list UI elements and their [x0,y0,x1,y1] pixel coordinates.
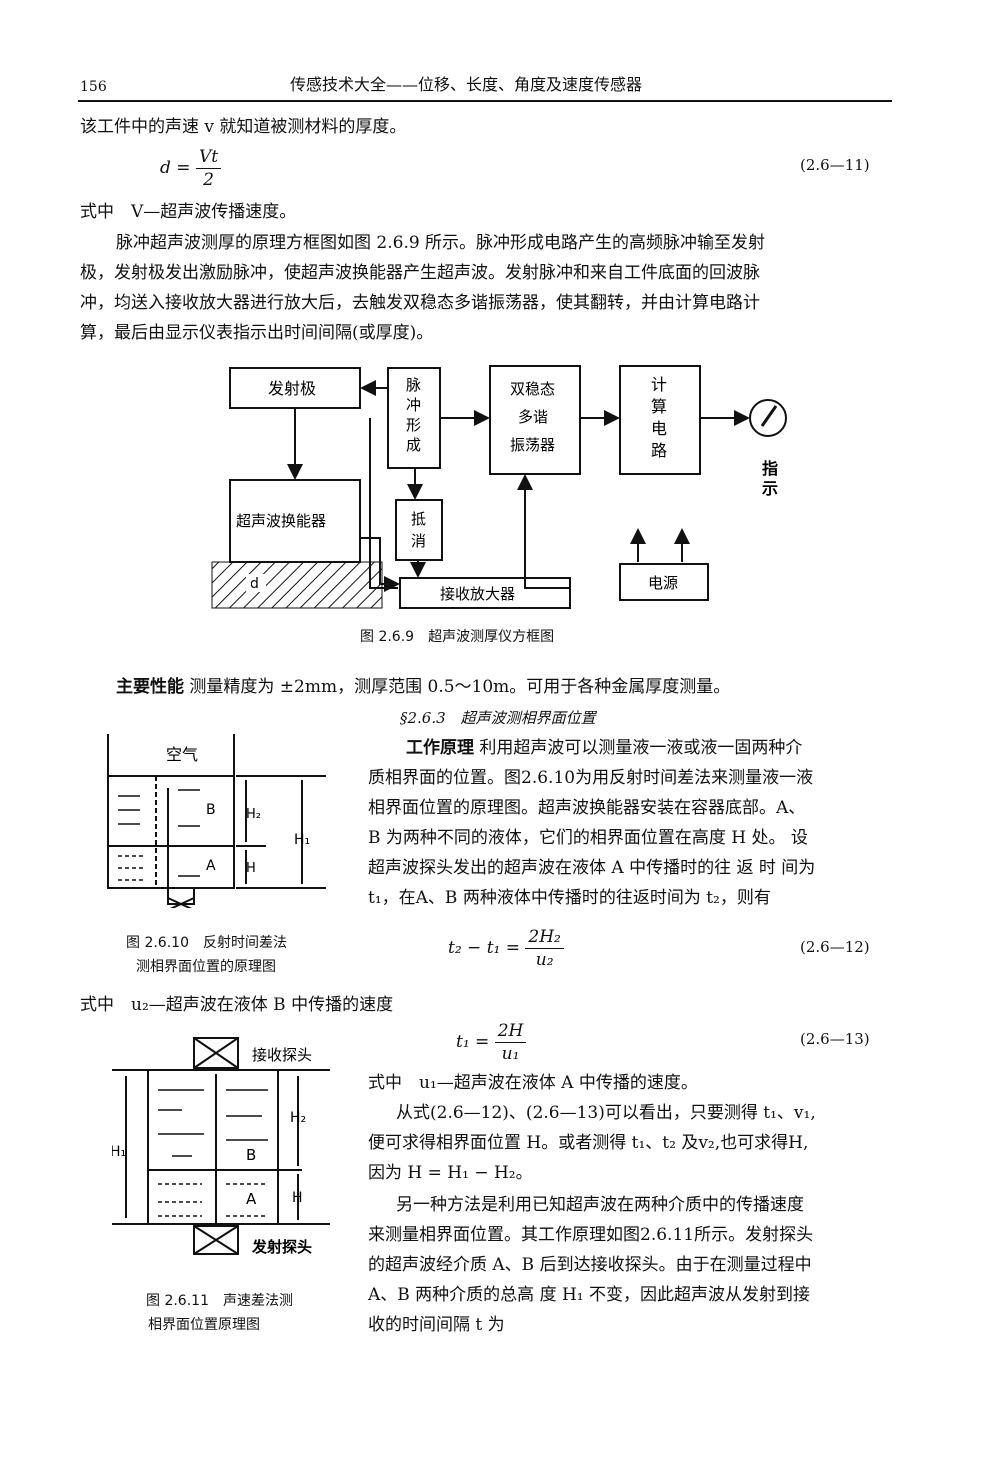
receiver-amp-box [399,577,571,609]
body-line: 该工件中的声速 v 就知道被测材料的厚度。 [80,117,407,137]
paragraph-line: 超声波探头发出的超声波在液体 A 中传播时的往 返 时 间为 [368,858,816,878]
meter-circle [749,399,787,437]
eq-numerator: Vt [195,146,222,169]
equation-2-6-11: d = Vt 2 [160,146,222,191]
eq-fraction: 2H₂ u₂ [525,926,564,971]
paragraph-line: 来测量相界面位置。其工作原理如图2.6.11所示。发射探头 [368,1225,814,1245]
pulse-char: 脉 [406,376,421,394]
air-label: 空气 [166,745,198,764]
h-label: H [246,861,256,876]
compute-box [619,365,701,475]
paragraph-line: 脉冲超声波测厚的原理方框图如图 2.6.9 所示。脉冲形成电路产生的高频脉冲输至… [116,233,766,253]
eq-lhs: t₂ − t₁ = [448,938,520,958]
figure-2-6-10: 空气 B A H₂ H H₁ [107,734,326,908]
eq-fraction: Vt 2 [195,146,222,191]
cancel-char: 消 [411,532,426,550]
paragraph-line: 便可求得相界面位置 H。或者测得 t₁、t₂ 及v₂,也可求得H, [368,1133,809,1153]
paragraph-line: A、B 两种介质的总高 度 H₁ 不变，因此超声波从发射到接 [368,1285,811,1305]
work-principle-line: 工作原理 利用超声波可以测量液一液或液一固两种介 [406,733,802,763]
eq-lhs: d = [160,158,191,178]
section-heading: §2.6.3 超声波测相界面位置 [400,709,596,727]
performance-text: 测量精度为 ±2mm，测厚范围 0.5～10m。可用于各种金属厚度测量。 [189,677,731,697]
liquid-a-label: A [246,1190,257,1208]
where-clause: 式中 u₂—超声波在液体 B 中传播的速度 [80,995,394,1015]
figure-caption: 图 2.6.11 声速差法测 [146,1293,293,1309]
compute-char: 算 [651,397,667,416]
paragraph-line: B 为两种不同的液体，它们的相界面位置在高度 H 处。 设 [368,828,808,848]
paragraph-line: 另一种方法是利用已知超声波在两种介质中的传播速度 [396,1195,804,1215]
figure-caption: 图 2.6.10 反射时间差法 [126,935,287,951]
eq-numerator: 2H₂ [525,926,564,949]
receiver-amp-label: 接收放大器 [440,585,515,603]
block-diagram-2-6-9: d 发射极 脉 冲 形 成 双稳态 多谐 振荡器 计 算 电 路 指 示 超声波… [211,365,787,609]
h-label: H [292,1190,303,1206]
figure-caption: 测相界面位置的原理图 [136,959,276,975]
page-number: 156 [80,79,107,95]
bistable-box [489,365,581,475]
h1-label: H₁ [112,1144,126,1160]
power-label: 电源 [648,574,678,592]
indicate-char: 示 [762,479,778,498]
figure-caption: 图 2.6.9 超声波测厚仪方框图 [360,629,555,645]
figure-caption: 相界面位置原理图 [148,1317,260,1333]
h2-label: H₂ [246,807,261,822]
thickness-label: d [250,576,259,592]
eq-denominator: 2 [203,170,214,190]
liquid-b-label: B [206,802,216,818]
compute-char: 路 [651,441,667,460]
eq-fraction: 2H u₁ [494,1020,527,1065]
transducer-label: 超声波换能器 [236,512,326,530]
power-box [619,563,709,601]
equation-2-6-12: t₂ − t₁ = 2H₂ u₂ [448,926,564,971]
eq-denominator: u₂ [535,950,554,970]
paragraph-line: 收的时间间隔 t 为 [368,1315,505,1335]
workpiece [211,561,383,609]
indicate-char: 指 [762,459,778,478]
paragraph-line: t₁，在A、B 两种液体中传播时的往返时间为 t₂，则有 [368,888,771,908]
cancel-char: 抵 [411,510,426,528]
bistable-line: 双稳态 [510,380,555,398]
running-title: 传感技术大全——位移、长度、角度及速度传感器 [290,75,643,94]
receive-probe-label: 接收探头 [252,1046,312,1064]
paragraph-line: 因为 H = H₁ − H₂。 [368,1163,533,1183]
bistable-line: 多谐 [518,408,548,426]
liquid-b-label: B [246,1146,256,1164]
eq-numerator: 2H [494,1020,527,1043]
figure-2-6-11: 接收探头 发射探头 B A H₂ H H₁ [112,1037,330,1256]
paragraph-line: 极，发射极发出激励脉冲，使超声波换能器产生超声波。发射脉冲和来自工件底面的回波脉 [80,263,760,283]
equation-number: (2.6—13) [800,1030,870,1048]
paragraph-line: 相界面位置的原理图。超声波换能器安装在容器底部。A、 [368,798,806,818]
liquid-a-label: A [206,858,216,874]
cancel-box [395,499,443,561]
pulse-char: 形 [406,416,421,434]
paragraph-line: 冲，均送入接收放大器进行放大后，去触发双稳态多谐振荡器，使其翻转，并由计算电路计 [80,293,760,313]
eq-lhs: t₁ = [456,1032,490,1052]
where-clause: 式中 u₁—超声波在液体 A 中传播的速度。 [368,1073,698,1093]
h1-label: H₁ [294,832,310,848]
paragraph-line: 质相界面的位置。图2.6.10为用反射时间差法来测量液一液 [368,768,814,788]
equation-2-6-13: t₁ = 2H u₁ [456,1020,527,1065]
paragraph-line: 利用超声波可以测量液一液或液一固两种介 [479,738,803,758]
pulse-char: 冲 [406,396,421,414]
equation-number: (2.6—11) [800,156,870,174]
paragraph-line: 的超声波经介质 A、B 后到达接收探头。由于在测量过程中 [368,1255,812,1275]
pulse-char: 成 [406,436,421,454]
equation-number: (2.6—12) [800,938,870,956]
paragraph-line: 从式(2.6—12)、(2.6—13)可以看出，只要测得 t₁、v₁, [396,1103,816,1123]
compute-char: 电 [651,419,667,438]
transmitter-label: 发射极 [268,379,316,398]
transmit-probe-label: 发射探头 [251,1238,312,1256]
h2-label: H₂ [290,1110,306,1126]
work-principle-label: 工作原理 [406,738,474,758]
where-clause: 式中 V—超声波传播速度。 [80,202,297,222]
eq-denominator: u₁ [501,1044,520,1064]
paragraph-line: 算，最后由显示仪表指示出时间间隔(或厚度)。 [80,323,434,343]
header-rule [78,100,892,102]
compute-char: 计 [651,375,667,394]
bistable-line: 振荡器 [510,436,555,454]
performance-label: 主要性能 [116,677,184,697]
performance-line: 主要性能 测量精度为 ±2mm，测厚范围 0.5～10m。可用于各种金属厚度测量… [116,672,730,702]
